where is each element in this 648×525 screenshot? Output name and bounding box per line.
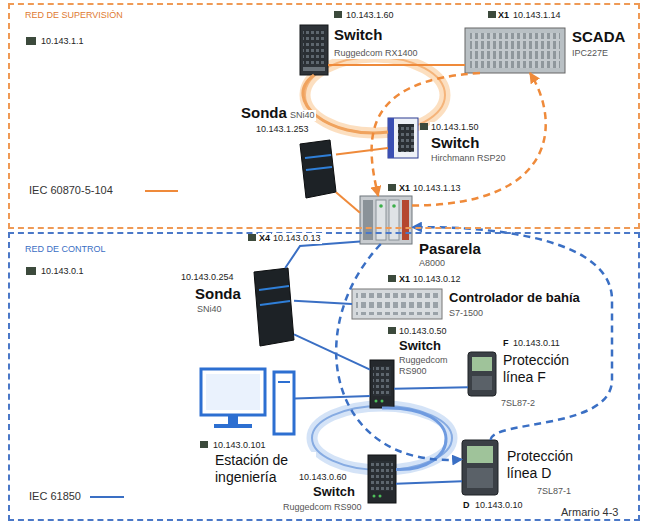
legend-text: IEC 61850 <box>28 490 82 503</box>
port-tag: X4 <box>258 233 271 244</box>
message-flow <box>372 73 480 196</box>
model-label: Ruggedcom RX1400 <box>333 48 419 59</box>
message-flow <box>336 244 462 460</box>
engineering-station: 10.143.0.101Estación de ingeniería <box>200 368 295 436</box>
ip-address: 10.143.0.13 <box>272 233 322 244</box>
ip-address: 10.143.0.60 <box>298 472 348 483</box>
network-link <box>336 148 388 155</box>
port-tag: X1 <box>497 10 510 21</box>
ip-address: 10.143.0.254 <box>180 272 235 283</box>
ip-address: 10.143.0.50 <box>398 326 448 337</box>
model-label: IPC227E <box>571 48 609 59</box>
port-tag: X1 <box>398 274 411 285</box>
ip-address: 10.143.0.1 <box>40 266 85 277</box>
model-label: 7SL87-2 <box>500 398 536 409</box>
network-link <box>285 242 360 268</box>
model-label: 7SL87-1 <box>536 486 572 497</box>
model-label: Ruggedcom RS900 <box>398 355 458 377</box>
device-name: Protección línea D <box>506 448 603 482</box>
device-name: RED DE CONTROL <box>24 244 107 255</box>
network-region: RED DE CONTROL10.143.0.110.143.0.254Sond… <box>8 232 640 521</box>
ip-address: 10.143.0.10 <box>474 500 524 511</box>
network-link <box>328 64 465 66</box>
device-name: Switch <box>430 134 480 152</box>
model-label: SNi40 <box>289 110 316 121</box>
network-link <box>394 387 468 389</box>
device-name: Controlador de bahía <box>448 290 581 306</box>
gateway-device: X110.143.1.13X410.143.0.13PasarelaA8000 <box>360 196 412 244</box>
ip-address: 10.143.1.50 <box>430 122 480 133</box>
device-name: Switch <box>333 26 383 44</box>
legend-text: IEC 60870-5-104 <box>28 184 114 197</box>
ip-address: 10.143.1.60 <box>345 10 395 21</box>
device-name: Protección línea F <box>502 352 599 386</box>
network-link <box>294 334 370 369</box>
device-name: RED DE SUPERVISIÓN <box>24 10 124 21</box>
ip-address: 10.143.0.12 <box>412 274 462 285</box>
model-label: Hirchmann RSP20 <box>430 153 507 164</box>
model-label: SNi40 <box>196 304 223 315</box>
port-tag: F <box>502 338 510 349</box>
switch-device: 10.143.0.50SwitchRuggedcom RS900 <box>370 360 394 408</box>
model-label: A8000 <box>418 258 446 269</box>
ip-address: 10.143.1.253 <box>255 124 310 135</box>
switch-device: 10.143.1.50SwitchHirchmann RSP20 <box>388 118 418 158</box>
probe-device: SondaSNi4010.143.1.253 <box>296 140 336 198</box>
protection-relay: Protección línea D7SL87-1D10.143.0.10 <box>462 440 498 495</box>
port-tag: D <box>462 500 471 511</box>
device-name: Sonda <box>194 285 242 303</box>
probe-device: 10.143.0.254SondaSNi40 <box>250 268 294 346</box>
model-label: S7-1500 <box>448 308 484 319</box>
ip-address: 10.143.1.14 <box>512 10 562 21</box>
network-link <box>336 192 360 213</box>
network-link <box>396 481 462 484</box>
cabinet-label: Armario 4-3 <box>560 506 619 519</box>
ip-address: 10.143.0.11 <box>512 338 561 349</box>
device-name: Sonda <box>240 104 288 122</box>
protection-relay: F10.143.0.11Protección línea F7SL87-2 <box>468 352 496 396</box>
ip-address: 10.143.1.1 <box>40 36 85 47</box>
message-flow <box>412 73 546 206</box>
switch-device: 10.143.0.60SwitchRuggedcom RS900 <box>368 455 396 503</box>
device-name: SCADA <box>571 28 626 46</box>
scada-device: X110.143.1.14SCADAIPC227E <box>465 28 565 73</box>
device-name: Switch <box>398 338 442 354</box>
device-name: Pasarela <box>418 240 482 258</box>
network-link <box>294 301 352 304</box>
model-label: Ruggedcom RS900 <box>282 502 363 513</box>
network-link <box>295 396 370 399</box>
device-name: Switch <box>312 484 356 500</box>
switch-device: 10.143.1.60SwitchRuggedcom RX1400 <box>300 25 328 75</box>
port-tag: X1 <box>398 183 411 194</box>
ip-address: 10.143.0.101 <box>212 440 267 451</box>
ip-address: 10.143.1.13 <box>412 183 462 194</box>
bay-controller: X110.143.0.12Controlador de bahíaS7-1500 <box>352 289 442 319</box>
